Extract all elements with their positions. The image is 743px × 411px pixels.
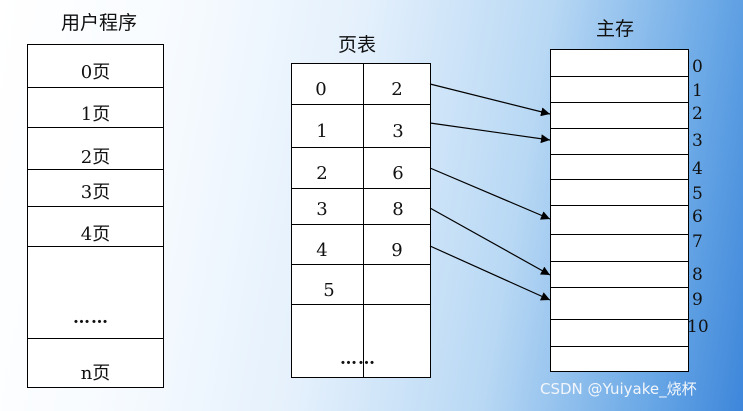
- user-page-row: 0页: [28, 45, 163, 88]
- user-page-row: 4页: [28, 207, 163, 247]
- page-number-cell: 2: [316, 163, 328, 184]
- page-number-cell: 4: [316, 240, 328, 261]
- user-program-box: 0页 1页 2页 3页 4页 n页: [27, 44, 164, 388]
- frame-number-cell: 3: [392, 121, 404, 142]
- memory-block: [551, 50, 688, 77]
- page-table-row: [292, 189, 430, 225]
- page-number-cell: 3: [316, 199, 328, 220]
- user-page-row: 2页: [28, 128, 163, 170]
- memory-block: [551, 103, 688, 129]
- frame-number-cell: 2: [391, 79, 403, 100]
- page-table-row: [292, 225, 430, 265]
- frame-number-cell: 8: [392, 199, 404, 220]
- mapping-arrow: [429, 207, 551, 276]
- memory-block: [551, 320, 688, 347]
- user-page-label: 0页: [80, 62, 111, 83]
- watermark: CSDN @Yuiyake_烧杯: [540, 380, 697, 398]
- memory-block-number: 2: [692, 104, 703, 124]
- memory-block: [551, 235, 688, 262]
- mapping-arrow: [429, 167, 551, 220]
- memory-block: [551, 206, 688, 235]
- page-table-ellipsis: ……: [340, 349, 376, 369]
- mapping-arrow: [429, 245, 551, 301]
- user-program-ellipsis: ……: [73, 308, 109, 328]
- memory-block-number: 5: [692, 184, 703, 204]
- page-table-title: 页表: [338, 34, 377, 56]
- mapping-arrow: [429, 122, 551, 144]
- memory-block-number: 1: [692, 81, 703, 101]
- memory-block-number: 7: [692, 232, 703, 252]
- mapping-arrow: [429, 83, 551, 117]
- frame-number-cell: 6: [392, 163, 404, 184]
- page-number-cell: 0: [315, 79, 327, 100]
- page-table-row: [292, 265, 430, 305]
- memory-block-number: 10: [687, 317, 709, 337]
- memory-block-number: 4: [692, 159, 703, 179]
- page-table-row: [292, 105, 430, 148]
- memory-block: [551, 155, 688, 180]
- user-page-row: 1页: [28, 88, 163, 128]
- user-page-label: 4页: [80, 223, 111, 245]
- memory-block: [551, 77, 688, 103]
- user-page-row: 3页: [28, 170, 163, 207]
- page-number-cell: 1: [316, 121, 328, 142]
- page-table-row: [292, 64, 430, 105]
- user-page-label: 1页: [80, 103, 111, 125]
- page-table-row: [292, 148, 430, 189]
- main-memory-title: 主存: [596, 18, 635, 40]
- user-page-row: n页: [28, 339, 163, 387]
- user-page-row: [28, 247, 163, 339]
- memory-block-number: 0: [692, 57, 703, 77]
- memory-block-number: 9: [692, 290, 703, 310]
- memory-block: [551, 129, 688, 155]
- memory-block: [551, 262, 688, 288]
- frame-number-cell: 9: [391, 240, 403, 261]
- main-memory-box: [550, 49, 689, 372]
- user-page-label: 3页: [80, 182, 111, 203]
- page-table-box: [291, 63, 431, 378]
- user-page-label: n页: [80, 363, 111, 384]
- page-number-cell: 5: [323, 280, 335, 301]
- user-page-label: 2页: [80, 146, 111, 168]
- user-program-title: 用户程序: [61, 12, 138, 34]
- memory-block: [551, 288, 688, 320]
- memory-block-number: 3: [692, 131, 703, 151]
- memory-block: [551, 180, 688, 206]
- memory-block-number: 6: [692, 207, 703, 227]
- page-table-divider: [363, 64, 364, 377]
- memory-block-number: 8: [692, 265, 703, 285]
